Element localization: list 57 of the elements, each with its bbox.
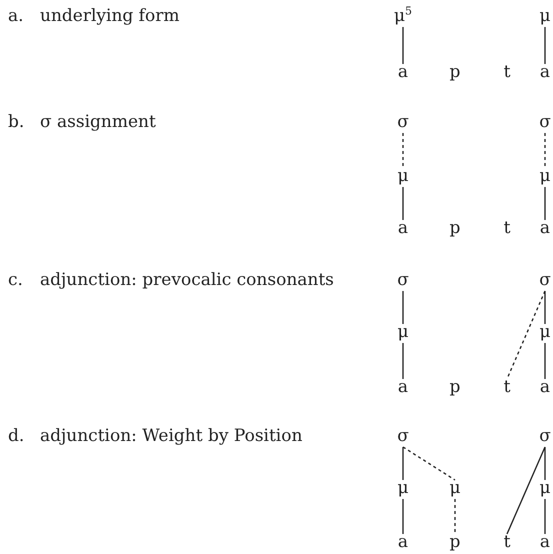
- association-line: [544, 447, 546, 480]
- dotted-association-line: [506, 290, 546, 380]
- segment-letter: a: [540, 62, 550, 82]
- association-line: [544, 291, 546, 324]
- row-caption: underlying form: [40, 6, 180, 26]
- mora-symbol: μ: [539, 322, 551, 342]
- association-line: [402, 27, 404, 64]
- segment-letter: p: [450, 377, 460, 397]
- syllable-symbol: σ: [397, 270, 409, 290]
- association-line: [402, 291, 404, 324]
- segment-letter: t: [504, 377, 510, 397]
- association-line: [506, 446, 546, 534]
- dotted-association-line: [544, 133, 546, 168]
- association-line: [402, 187, 404, 220]
- segment-letter: t: [504, 218, 510, 238]
- syllable-symbol: σ: [539, 426, 551, 446]
- segment-letter: a: [398, 218, 408, 238]
- mora-symbol: μ$^{5}$: [394, 6, 412, 26]
- row-caption: adjunction: Weight by Position: [40, 426, 302, 446]
- segment-letter: a: [540, 377, 550, 397]
- row-caption: σ assignment: [40, 112, 156, 132]
- row-caption: adjunction: prevocalic consonants: [40, 270, 334, 290]
- association-line: [402, 499, 404, 534]
- syllable-symbol: σ: [539, 112, 551, 132]
- association-line: [402, 343, 404, 379]
- segment-letter: t: [504, 62, 510, 82]
- dotted-association-line: [402, 446, 456, 481]
- segment-letter: a: [540, 532, 550, 552]
- segment-letter: p: [450, 62, 460, 82]
- mora-symbol: μ: [449, 478, 461, 498]
- segment-letter: a: [540, 218, 550, 238]
- association-line: [402, 447, 404, 480]
- syllable-symbol: σ: [397, 112, 409, 132]
- mora-symbol: μ: [397, 322, 409, 342]
- association-line: [544, 187, 546, 220]
- association-line: [544, 343, 546, 379]
- example-letter: b.: [8, 112, 24, 132]
- mora-symbol: μ: [539, 166, 551, 186]
- dotted-association-line: [402, 133, 404, 168]
- segment-letter: a: [398, 532, 408, 552]
- example-letter: d.: [8, 426, 24, 446]
- syllable-symbol: σ: [397, 426, 409, 446]
- example-letter: c.: [8, 270, 23, 290]
- segment-letter: p: [450, 532, 460, 552]
- dotted-association-line: [454, 499, 456, 534]
- mora-symbol: μ: [397, 166, 409, 186]
- mora-symbol: μ: [397, 478, 409, 498]
- segment-letter: p: [450, 218, 460, 238]
- segment-letter: a: [398, 377, 408, 397]
- syllable-symbol: σ: [539, 270, 551, 290]
- mora-symbol: μ: [539, 6, 551, 26]
- association-line: [544, 27, 546, 64]
- example-letter: a.: [8, 6, 24, 26]
- segment-letter: a: [398, 62, 408, 82]
- association-line: [544, 499, 546, 534]
- mora-symbol: μ: [539, 478, 551, 498]
- segment-letter: t: [504, 532, 510, 552]
